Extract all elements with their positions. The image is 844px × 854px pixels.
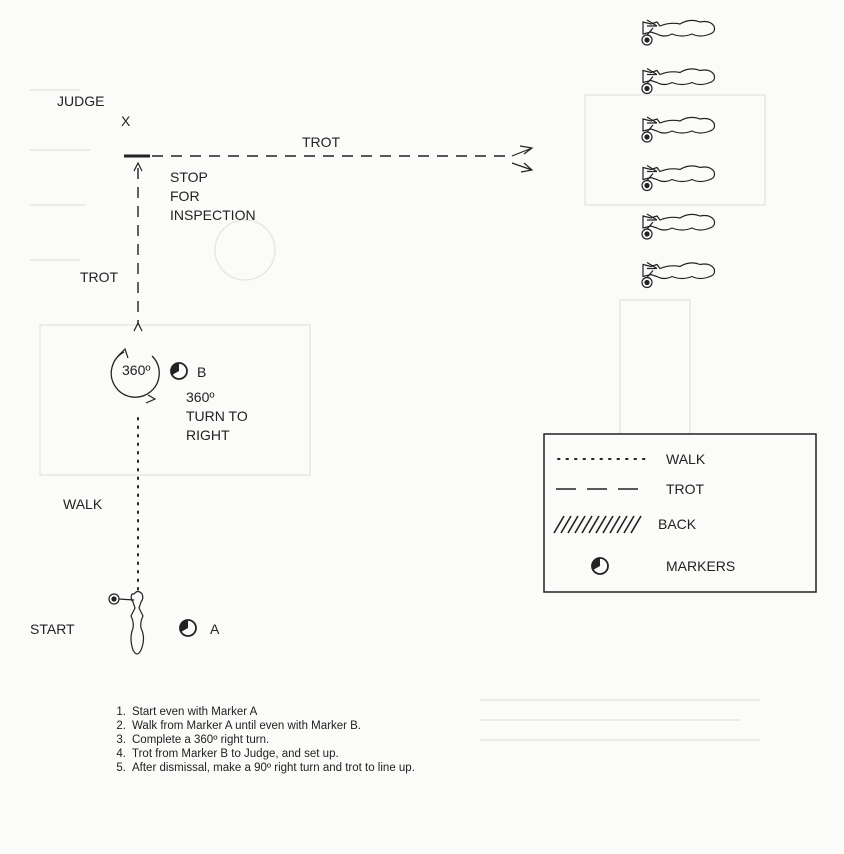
marker-a-label: A bbox=[210, 621, 220, 637]
legend-walk-label: WALK bbox=[666, 451, 706, 467]
bleed-through-background bbox=[30, 89, 766, 741]
step-text: Start even with Marker A bbox=[132, 706, 258, 718]
legend-back-label: BACK bbox=[658, 516, 697, 532]
trot-arrow-icon bbox=[511, 162, 534, 173]
step-number: 3. bbox=[116, 734, 126, 746]
horse-and-handler-icon bbox=[108, 590, 145, 655]
lineup-horse-icon bbox=[641, 67, 716, 95]
legend-markers-label: MARKERS bbox=[666, 558, 735, 574]
start-label: START bbox=[30, 621, 75, 637]
step-text: Trot from Marker B to Judge, and set up. bbox=[132, 748, 339, 760]
turn-arrow-icon bbox=[145, 394, 157, 404]
lineup-horse-icon bbox=[641, 164, 716, 192]
turn-label: RIGHT bbox=[186, 427, 230, 443]
lineup-horse-icon bbox=[641, 213, 716, 240]
up-arrow-icon bbox=[133, 321, 143, 332]
marker-b-icon bbox=[170, 362, 188, 380]
turn-label: TURN TO bbox=[186, 408, 248, 424]
step-text: After dismissal, make a 90º right turn a… bbox=[132, 762, 415, 774]
turn-circle-label: 360º bbox=[122, 362, 150, 378]
step-number: 5. bbox=[116, 762, 126, 774]
legend: WALK TROT BACK MARKERS bbox=[543, 433, 817, 593]
trot-arrow-icon bbox=[511, 145, 534, 157]
walk-label: WALK bbox=[63, 496, 103, 512]
step-text: Walk from Marker A until even with Marke… bbox=[132, 720, 362, 732]
instruction-step: 3. Complete a 360º right turn. bbox=[112, 733, 415, 747]
turn-label: 360º bbox=[186, 389, 214, 405]
step-text: Complete a 360º right turn. bbox=[132, 734, 270, 746]
turn-360-circle bbox=[110, 347, 160, 404]
judge-label: JUDGE bbox=[57, 93, 104, 109]
trot-top-label: TROT bbox=[302, 134, 341, 150]
instruction-step: 4. Trot from Marker B to Judge, and set u… bbox=[112, 747, 415, 761]
up-arrow-icon bbox=[133, 161, 143, 172]
step-number: 1. bbox=[116, 706, 126, 718]
marker-a-icon bbox=[179, 619, 197, 637]
lineup-horses bbox=[641, 19, 716, 289]
trot-side-label: TROT bbox=[80, 269, 119, 285]
lineup-horse-icon bbox=[641, 116, 716, 143]
stop-label: STOP bbox=[170, 169, 208, 185]
instruction-step: 1. Start even with Marker A bbox=[112, 705, 415, 719]
turn-arrow-icon bbox=[117, 347, 129, 359]
legend-marker-icon bbox=[591, 557, 609, 575]
instruction-list: 1. Start even with Marker A 2. Walk from Ma… bbox=[112, 705, 415, 775]
marker-b-label: B bbox=[197, 364, 206, 380]
lineup-horse-icon bbox=[641, 261, 716, 289]
lineup-horse-icon bbox=[641, 19, 716, 46]
judge-x-mark: X bbox=[121, 113, 131, 129]
instruction-step: 2. Walk from Marker A until even with Mar… bbox=[112, 719, 415, 733]
instruction-step: 5. After dismissal, make a 90º right turn… bbox=[112, 761, 415, 775]
legend-trot-label: TROT bbox=[666, 481, 705, 497]
stop-label: INSPECTION bbox=[170, 207, 256, 223]
stop-label: FOR bbox=[170, 188, 200, 204]
step-number: 2. bbox=[116, 720, 126, 732]
step-number: 4. bbox=[116, 748, 126, 760]
legend-back-swatch bbox=[553, 515, 642, 534]
